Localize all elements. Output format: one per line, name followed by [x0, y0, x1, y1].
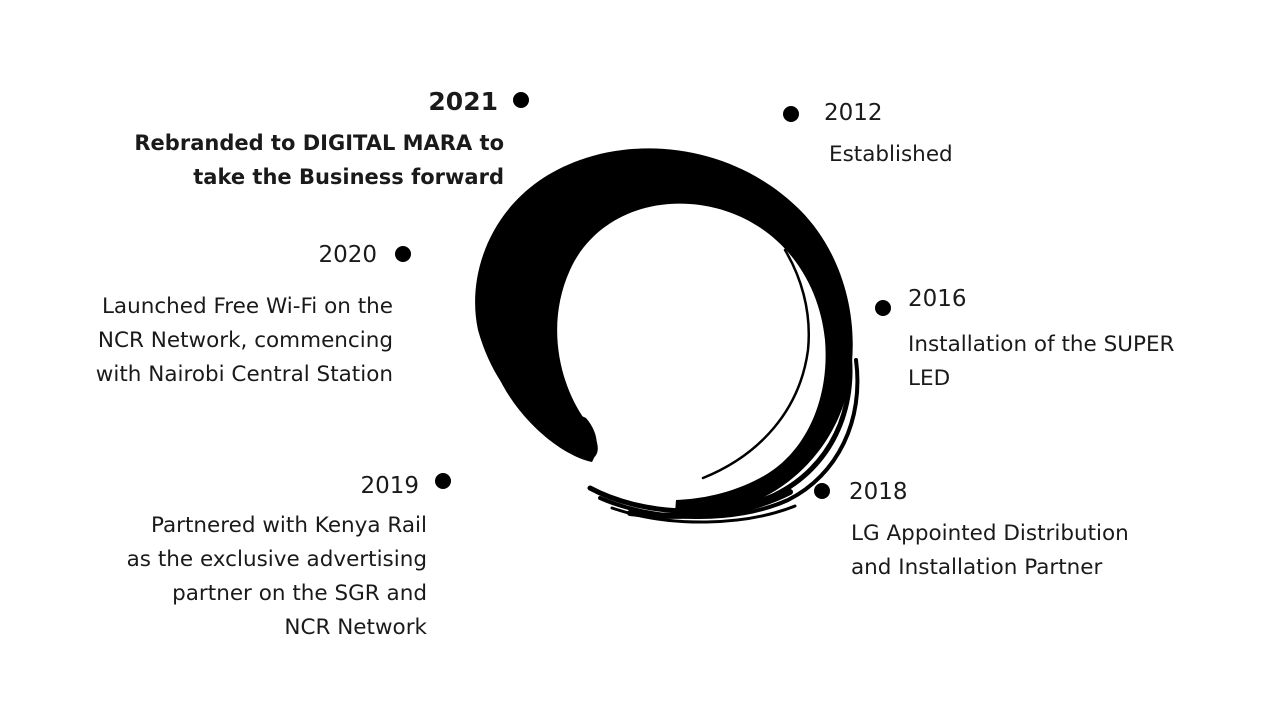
enso-tail: [500, 380, 597, 462]
milestone-2018-line-2: and Installation Partner: [851, 555, 1103, 580]
milestone-2016-line-1: Installation of the SUPER: [908, 332, 1175, 357]
milestone-2019-dot: [435, 473, 451, 489]
milestone-2018-dot: [814, 483, 830, 499]
milestone-2020-line-2: NCR Network, commencing: [97, 328, 393, 353]
milestone-2020-line-1: Launched Free Wi-Fi on the: [101, 294, 393, 319]
milestone-2020-year: 2020: [318, 242, 377, 268]
milestone-2016-dot: [875, 300, 891, 316]
milestone-2016-line-2: LED: [908, 366, 951, 391]
enso-ring: [475, 148, 853, 514]
milestone-2019-description: Partnered with Kenya Rail as the exclusi…: [127, 509, 427, 645]
milestone-2018-line-1: LG Appointed Distribution: [851, 521, 1129, 546]
milestone-2020-dot: [395, 246, 411, 262]
milestone-2021-year: 2021: [428, 87, 498, 116]
milestone-2012-dot: [783, 106, 799, 122]
milestone-2021-line-2: take the Business forward: [193, 165, 504, 189]
milestone-2016-description: Installation of the SUPER LED: [908, 328, 1174, 396]
enso-streak-1: [587, 342, 853, 514]
milestone-2019-year: 2019: [360, 473, 419, 499]
milestone-2019-line-4: NCR Network: [284, 615, 427, 640]
milestone-2012-year: 2012: [824, 100, 883, 126]
milestone-2019-line-2: as the exclusive advertising: [126, 547, 427, 572]
milestone-2018-year: 2018: [849, 479, 908, 505]
milestone-2020-line-3: with Nairobi Central Station: [95, 362, 393, 387]
milestone-2021-dot: [513, 92, 529, 108]
milestone-2019-line-1: Partnered with Kenya Rail: [150, 513, 427, 538]
milestone-2018-description: LG Appointed Distribution and Installati…: [851, 517, 1129, 585]
milestone-2012-line-1: Established: [829, 142, 953, 167]
milestone-2020-description: Launched Free Wi-Fi on the NCR Network, …: [96, 290, 393, 392]
milestone-2016-year: 2016: [908, 286, 967, 312]
enso-streak-5: [627, 489, 793, 519]
milestone-2021-description: Rebranded to DIGITAL MARA to take the Bu…: [134, 126, 504, 194]
milestone-2012-description: Established: [829, 138, 953, 172]
milestone-2021-line-1: Rebranded to DIGITAL MARA to: [134, 131, 504, 155]
enso-streak-4: [701, 248, 810, 480]
milestone-2019-line-3: partner on the SGR and: [172, 581, 427, 606]
